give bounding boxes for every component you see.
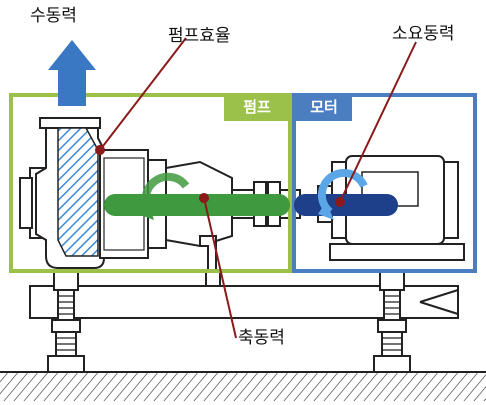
motor-tag: 모터 [310,98,338,116]
pump-efficiency-label: 펌프효율 [168,26,231,46]
motor-box [292,93,477,273]
ground [0,371,486,401]
pump-efficiency-leader [95,37,187,155]
left-foot [47,271,85,373]
right-foot [373,271,411,373]
motor-tag-bg [296,95,352,121]
shaft-power-arrow [104,172,290,220]
required-power-label: 소요동력 [392,24,455,44]
up-arrow-icon [48,40,96,106]
hydraulic-power-label: 수동력 [30,6,77,26]
shaft-power-label: 축동력 [238,328,285,348]
shaft-power-leader [199,193,237,339]
required-power-leader [335,41,417,207]
required-power-arrow [294,168,398,220]
pump-tag-bg [224,95,290,121]
pump-tag: 펌프 [243,98,271,116]
pump-box [9,93,292,273]
